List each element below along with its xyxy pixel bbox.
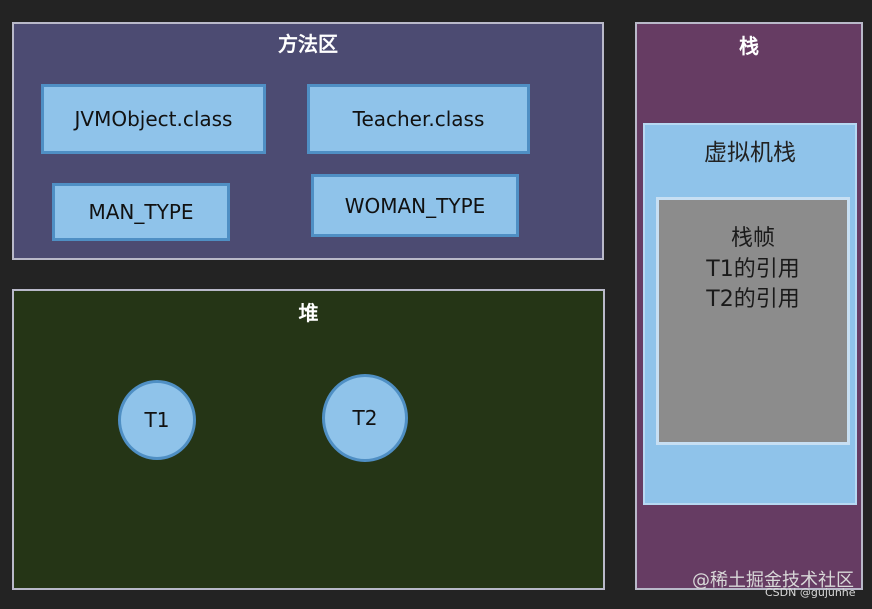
frame-ref-t2: T2的引用 — [706, 287, 800, 312]
heap-title: 堆 — [298, 301, 319, 325]
stack-title: 栈 — [739, 34, 759, 58]
stack-frame: 栈帧 T1的引用 T2的引用 — [656, 197, 850, 445]
stack-frame-title: 栈帧 — [730, 226, 775, 251]
vm-stack-title: 虚拟机栈 — [704, 140, 796, 166]
class-woman-type: WOMAN_TYPE — [311, 174, 519, 237]
class-teacher: Teacher.class — [307, 84, 530, 154]
watermark-juejin: @稀土掘金技术社区 — [692, 570, 854, 591]
frame-ref-t1: T1的引用 — [706, 257, 800, 282]
class-jvmobject: JVMObject.class — [41, 84, 266, 154]
watermark-csdn: CSDN @gujunhe — [765, 586, 856, 599]
heap: 堆 — [12, 289, 605, 590]
method-area-title: 方法区 — [278, 32, 338, 56]
class-man-type: MAN_TYPE — [52, 183, 230, 241]
heap-object-t1: T1 — [118, 380, 196, 460]
heap-object-t2: T2 — [322, 374, 408, 462]
